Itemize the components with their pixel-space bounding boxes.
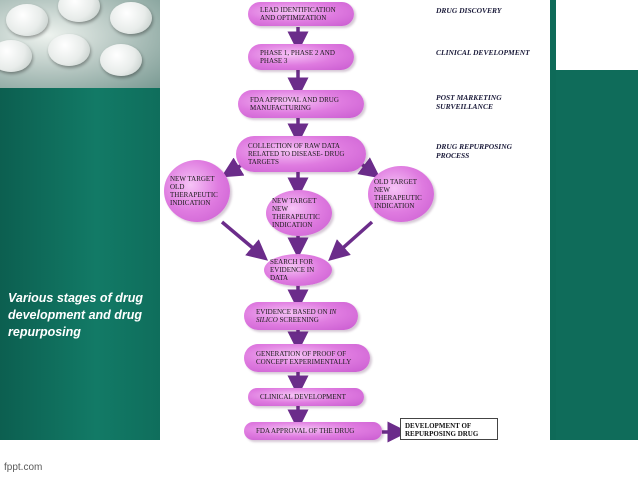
node-clinical-development: CLINICAL DEVELOPMENT <box>248 388 364 406</box>
result-repurposing-drug: DEVELOPMENT OF REPURPOSING DRUG <box>400 418 498 440</box>
node-raw-data-collection: COLLECTION OF RAW DATA RELATED TO DISEAS… <box>236 136 366 172</box>
stage-drug-repurposing: DRUG REPURPOSING PROCESS <box>436 142 536 160</box>
node-new-target-old-indication: NEW TARGET OLD THERAPEUTIC INDICATION <box>164 160 230 222</box>
stage-drug-discovery: DRUG DISCOVERY <box>436 6 546 15</box>
node-search-evidence: SEARCH FOR EVIDENCE IN DATA <box>264 254 332 286</box>
node-fda-approval-manufacturing: FDA APPROVAL AND DRUG MANUFACTURING <box>238 90 364 118</box>
node-in-silico-screening: EVIDENCE BASED ON IN SILICO SCREENING <box>244 302 358 330</box>
arrow-diagonal <box>222 222 260 254</box>
stage-post-marketing: POST MARKETING SURVEILLANCE <box>436 93 526 111</box>
node-fda-approval-drug: FDA APPROVAL OF THE DRUG <box>244 422 382 440</box>
stage-clinical-development: CLINICAL DEVELOPMENT <box>436 48 554 57</box>
node-new-target-new-indication: NEW TARGET NEW THERAPEUTIC INDICATION <box>266 190 332 236</box>
node-old-target-new-indication: OLD TARGET NEW THERAPEUTIC INDICATION <box>368 166 434 222</box>
node-clinical-phases: PHASE 1, PHASE 2 AND PHASE 3 <box>248 44 354 70</box>
node-proof-of-concept: GENERATION OF PROOF OF CONCEPT EXPERIMEN… <box>244 344 370 372</box>
node-lead-identification: LEAD IDENTIFICATION AND OPTIMIZATION <box>248 2 354 26</box>
arrow-diagonal <box>336 222 372 254</box>
